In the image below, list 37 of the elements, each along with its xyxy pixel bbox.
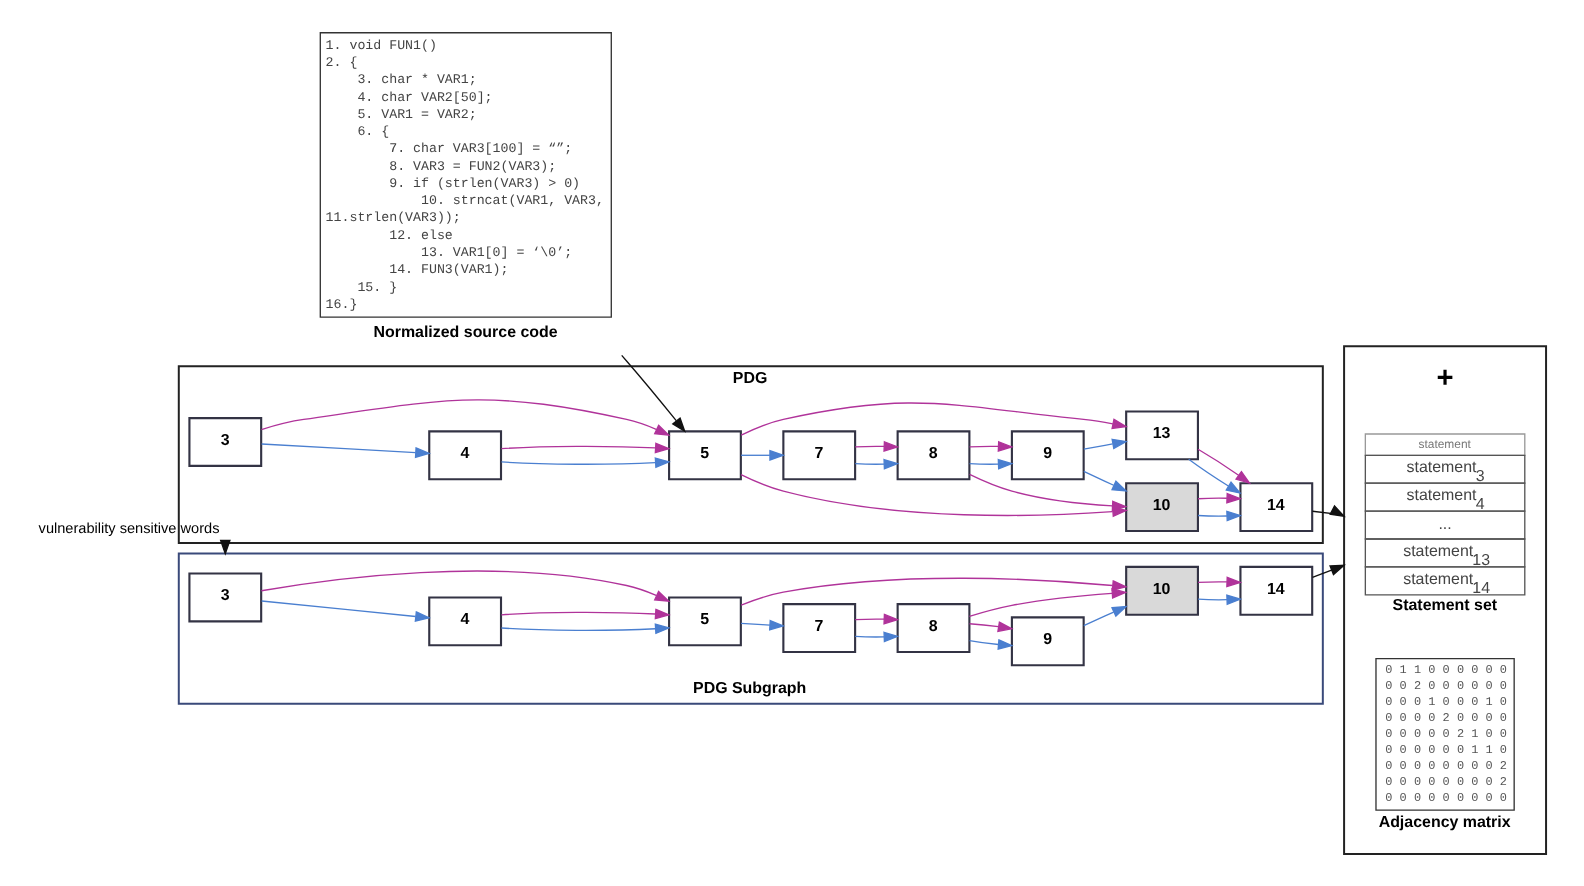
arrow <box>1197 448 1252 485</box>
edge-label: vulnerability sensitive words <box>38 519 220 538</box>
arrow <box>854 458 900 470</box>
arrow <box>740 449 786 461</box>
arrow <box>500 442 671 454</box>
arrow <box>1083 605 1128 627</box>
arrow <box>968 587 1128 618</box>
arrow <box>1197 510 1243 522</box>
arrow <box>854 613 900 625</box>
arrow <box>968 440 1014 452</box>
arrow <box>740 577 1128 606</box>
arrow <box>500 608 671 620</box>
arrow <box>1197 576 1243 588</box>
cluster <box>1343 345 1548 855</box>
arrow <box>621 354 686 433</box>
arrow <box>1188 458 1242 495</box>
arrow <box>260 570 671 603</box>
arrow <box>968 638 1014 650</box>
arrow <box>1311 504 1346 518</box>
arrow <box>854 440 900 452</box>
arrow <box>1083 438 1129 450</box>
arrow <box>260 443 432 459</box>
arrow <box>1197 492 1243 504</box>
arrow <box>500 457 671 469</box>
arrow <box>740 402 1128 436</box>
arrow <box>260 399 671 436</box>
arrow <box>740 619 786 631</box>
arrow <box>1197 594 1243 606</box>
arrow <box>260 600 432 623</box>
label: + <box>1436 362 1454 395</box>
arrow <box>500 623 671 635</box>
arrow <box>854 631 900 643</box>
arrow <box>1083 470 1128 492</box>
arrow <box>1311 564 1346 579</box>
arrow <box>968 473 1128 512</box>
arrow <box>968 621 1014 633</box>
arrow <box>968 458 1014 470</box>
